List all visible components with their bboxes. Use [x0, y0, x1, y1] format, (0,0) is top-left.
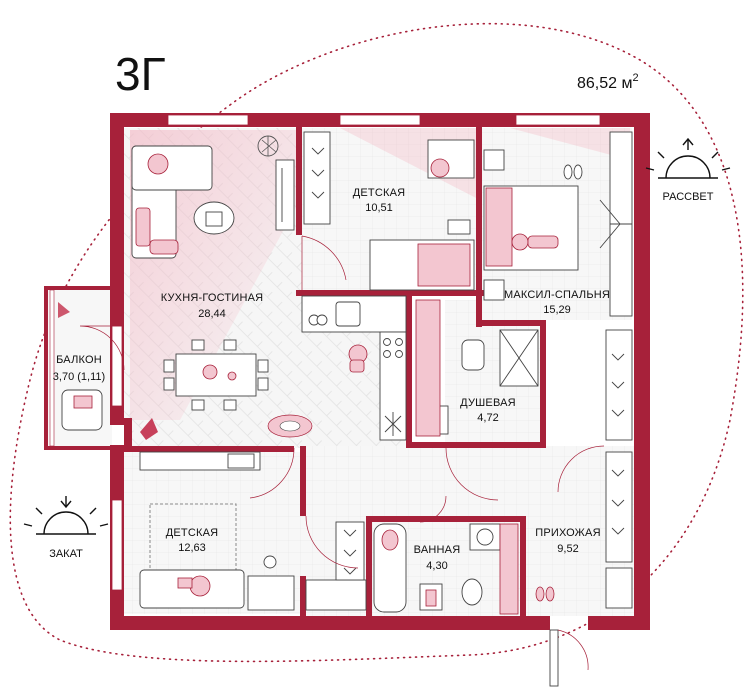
apartment-area-value: 86,52 м [577, 75, 632, 92]
svg-text:3,70 (1,11): 3,70 (1,11) [53, 371, 105, 383]
room-label-shower: ДУШЕВАЯ 4,72 [460, 397, 516, 424]
bed-master [483, 185, 579, 271]
dresser-kids2 [139, 451, 261, 471]
svg-text:ДЕТСКАЯ: ДЕТСКАЯ [353, 187, 406, 199]
svg-text:БАЛКОН: БАЛКОН [56, 354, 102, 366]
wardrobe-hall-left [305, 521, 367, 611]
sunrise-label: РАССВЕТ [663, 191, 714, 203]
bed-kids1 [369, 239, 475, 291]
svg-text:12,63: 12,63 [178, 542, 206, 554]
tv-unit [275, 159, 295, 231]
windows [44, 114, 601, 591]
svg-text:4,30: 4,30 [426, 560, 447, 572]
slippers-master [563, 164, 583, 180]
sunrise-icon [645, 137, 731, 179]
svg-text:КУХНЯ-ГОСТИНАЯ: КУХНЯ-ГОСТИНАЯ [161, 292, 264, 304]
bathroom-fixtures [419, 523, 519, 615]
svg-text:ДУШЕВАЯ: ДУШЕВАЯ [460, 397, 516, 409]
plant-living-2 [140, 418, 158, 440]
svg-text:9,52: 9,52 [557, 543, 578, 555]
apartment-code: 3Г [115, 48, 166, 100]
sofa-kids2 [139, 569, 245, 609]
coffee-table [193, 201, 235, 235]
room-label-master: МАКСИЛ-СПАЛЬНЯ 15,29 [504, 289, 610, 316]
nightstands [483, 149, 505, 301]
person-kitchen [348, 344, 368, 373]
sun-path-dotted-outline [9, 22, 744, 663]
sun-ray-master [510, 128, 630, 160]
plant-living [257, 135, 279, 157]
sunset-icon [23, 496, 109, 535]
svg-text:10,51: 10,51 [365, 202, 393, 214]
entrance-door [549, 629, 589, 687]
room-label-kids2: ДЕТСКАЯ 12,63 [166, 527, 219, 554]
svg-text:28,44: 28,44 [198, 308, 226, 320]
room-label-living: КУХНЯ-ГОСТИНАЯ 28,44 [161, 292, 264, 320]
hall-wardrobe [605, 329, 633, 609]
apartment-area: 86,52 м2 [577, 72, 639, 92]
hall-slippers [535, 586, 555, 602]
svg-text:МАКСИЛ-СПАЛЬНЯ: МАКСИЛ-СПАЛЬНЯ [504, 289, 610, 301]
bathtub [373, 523, 407, 613]
svg-text:ВАННАЯ: ВАННАЯ [414, 544, 461, 556]
svg-text:4,72: 4,72 [477, 412, 498, 424]
apartment-area-unit: 2 [632, 72, 638, 84]
room-label-kids1: ДЕТСКАЯ 10,51 [353, 187, 406, 214]
wardrobe-kids1 [303, 131, 331, 225]
room-label-hall: ПРИХОЖАЯ 9,52 [535, 527, 600, 555]
room-label-balcony: БАЛКОН 3,70 (1,11) [53, 354, 105, 383]
svg-text:ПРИХОЖАЯ: ПРИХОЖАЯ [535, 527, 600, 539]
svg-text:15,29: 15,29 [543, 304, 571, 316]
sunset-label: ЗАКАТ [49, 548, 83, 560]
room-label-bath: ВАННАЯ 4,30 [414, 544, 461, 572]
wardrobe-master [599, 131, 633, 317]
kitchen-counter [301, 295, 407, 441]
dog-rug [267, 414, 313, 438]
door-swings [79, 235, 605, 569]
desk-kids1 [427, 139, 475, 235]
svg-text:ДЕТСКАЯ: ДЕТСКАЯ [166, 527, 219, 539]
sofa-living [131, 145, 213, 259]
desk-kids2 [247, 555, 295, 611]
dining-table [163, 339, 269, 411]
shower-fixtures [415, 299, 539, 437]
balcony-armchair [58, 302, 103, 431]
